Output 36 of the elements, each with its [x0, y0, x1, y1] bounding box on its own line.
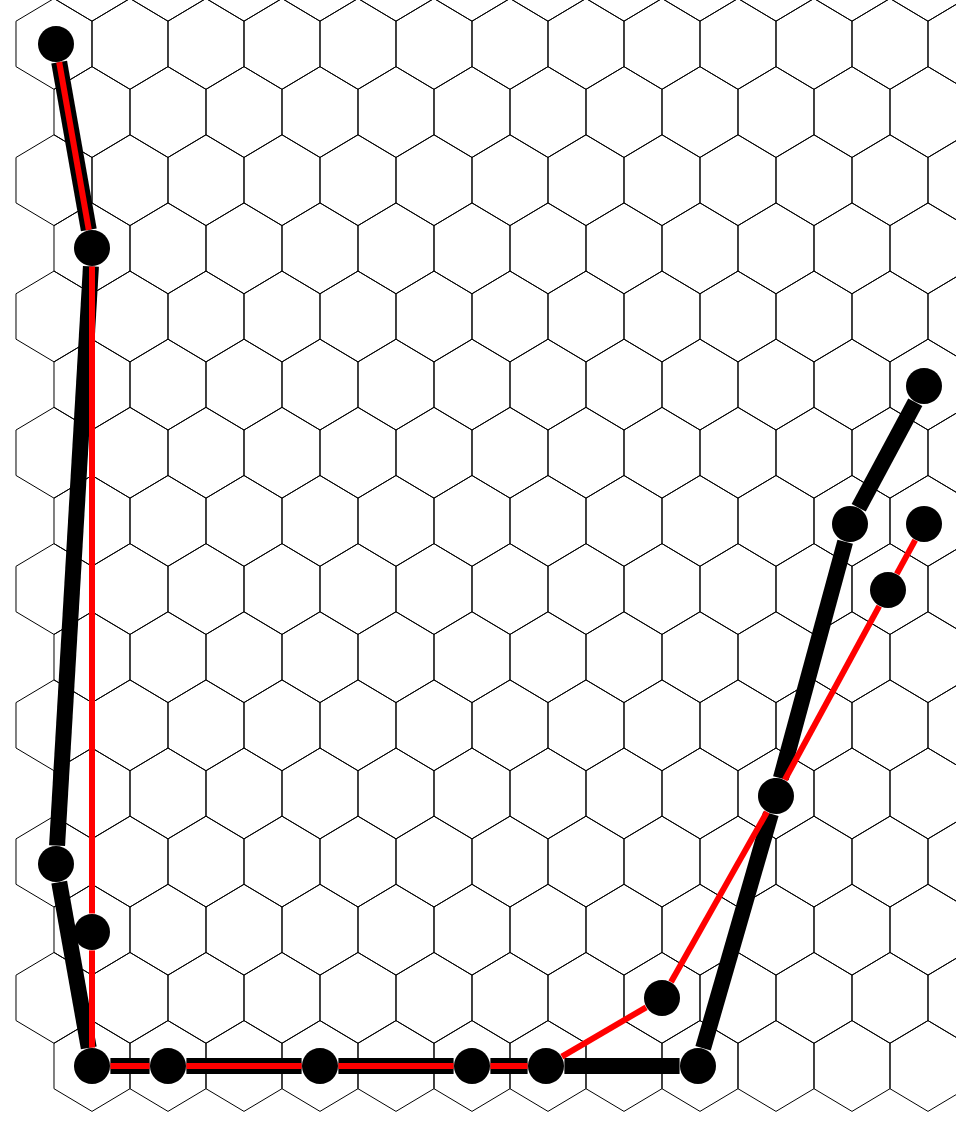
- dot: [832, 506, 868, 542]
- path-line: [695, 811, 779, 1051]
- dot: [74, 914, 110, 950]
- path-line: [49, 265, 99, 847]
- dot: [38, 26, 74, 62]
- path-line: [560, 1004, 648, 1060]
- dot: [758, 778, 794, 814]
- path-line: [782, 604, 882, 782]
- path-line: [564, 1058, 680, 1074]
- path-line: [89, 950, 95, 1048]
- path-line: [110, 1063, 150, 1069]
- dot: [38, 846, 74, 882]
- path-line: [773, 539, 853, 781]
- dot: [150, 1048, 186, 1084]
- dot: [680, 1048, 716, 1084]
- dot: [74, 230, 110, 266]
- path-line: [490, 1058, 528, 1074]
- path-line: [668, 810, 770, 984]
- dot: [454, 1048, 490, 1084]
- dot: [644, 980, 680, 1016]
- path-line: [894, 538, 918, 576]
- path-line: [186, 1063, 302, 1069]
- path-line: [851, 398, 923, 512]
- path-line: [89, 266, 95, 914]
- dot: [870, 572, 906, 608]
- dot: [528, 1048, 564, 1084]
- dot: [302, 1048, 338, 1084]
- path-line: [51, 880, 97, 1050]
- path-line: [110, 1058, 150, 1074]
- dot: [906, 506, 942, 542]
- dot: [906, 368, 942, 404]
- path-line: [338, 1063, 454, 1069]
- path-line: [490, 1063, 528, 1069]
- path-line: [186, 1058, 302, 1074]
- path-line: [338, 1058, 454, 1074]
- dot: [74, 1048, 110, 1084]
